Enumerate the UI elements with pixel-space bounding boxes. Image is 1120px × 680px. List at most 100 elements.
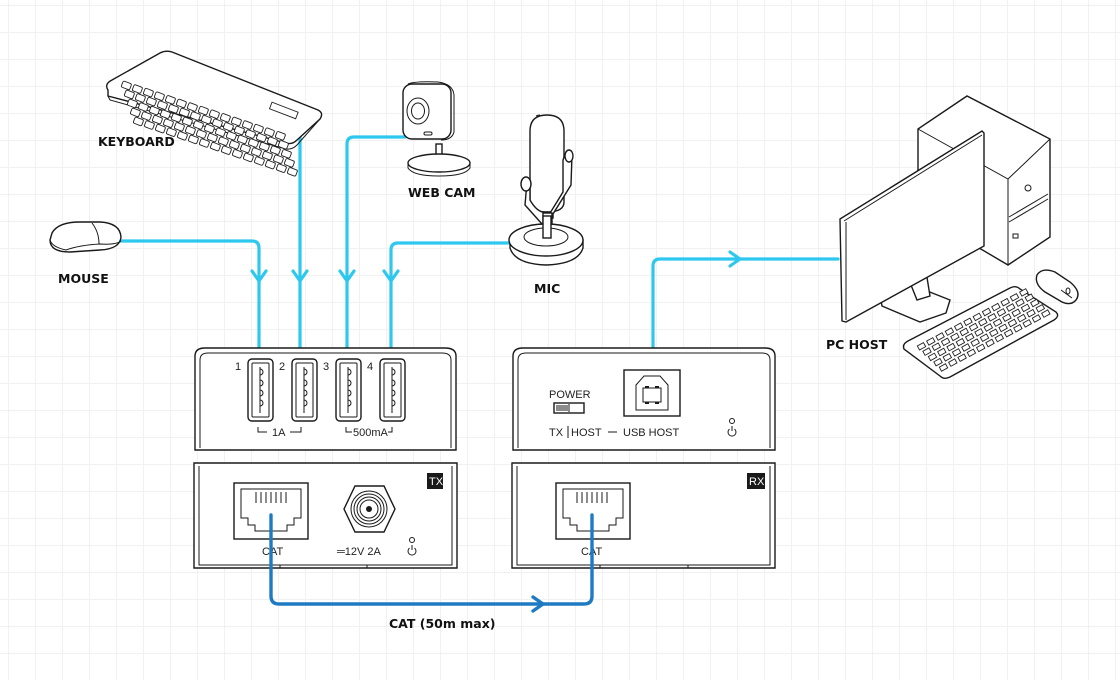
keycap [922, 347, 932, 356]
rx-badge-text: RX [749, 476, 765, 488]
keycap [206, 132, 218, 143]
keycap [1041, 309, 1051, 318]
mic-illustration [508, 114, 584, 266]
keycap [153, 91, 165, 101]
keyboard-label: KEYBOARD [98, 134, 175, 149]
cat-cable [269, 513, 594, 606]
keycap [1013, 323, 1023, 333]
keycap [187, 134, 199, 145]
mode-label-usb-host: USB HOST [623, 427, 680, 439]
keycap [192, 120, 204, 130]
current-label-500ma: 500mA [353, 427, 389, 439]
keycap [170, 113, 182, 123]
keycap [247, 138, 259, 148]
keycap [261, 150, 273, 161]
keycap [931, 342, 942, 352]
dc-power-jack [343, 485, 396, 533]
keycap [242, 152, 254, 163]
keycap [129, 107, 141, 118]
keycap [991, 302, 1001, 312]
keycap [981, 307, 992, 317]
keycap [1015, 298, 1025, 307]
keycap [286, 167, 298, 177]
keycap [217, 136, 229, 146]
keycap [222, 122, 234, 132]
keycap [280, 149, 292, 159]
keycap [195, 129, 207, 139]
keycap [208, 109, 220, 119]
keycap [175, 98, 187, 109]
cat-cable-label: CAT (50m max) [389, 616, 495, 631]
keycap [1019, 288, 1029, 297]
keycap [143, 120, 155, 130]
cable-mic [389, 241, 512, 397]
keycap [1035, 303, 1046, 313]
keycap [992, 318, 1003, 327]
usb-port-2: 2 [279, 358, 318, 422]
keycap [926, 337, 936, 346]
keycap [1030, 298, 1040, 308]
keycap [156, 100, 168, 110]
tx-badge [427, 473, 443, 489]
keycap [963, 317, 973, 327]
keycap [255, 132, 267, 143]
keycap [1020, 303, 1031, 313]
keycap [134, 93, 146, 103]
keycap [946, 342, 956, 352]
keycap [272, 154, 284, 164]
keycap [142, 87, 154, 98]
keycap [186, 102, 198, 112]
mic-label: MIC [534, 281, 560, 296]
keycap [165, 127, 177, 137]
keycap [236, 134, 248, 145]
usb-port-1: 1 [235, 358, 274, 422]
keycap [968, 322, 979, 332]
keycap [250, 147, 262, 157]
keycap [938, 363, 949, 372]
keycap [953, 322, 964, 332]
keycap [998, 323, 1008, 333]
rx-cat-panel: RX CAT [511, 462, 776, 569]
pc-host-illustration [839, 95, 1079, 379]
usb-port-number: 2 [279, 361, 285, 373]
keycap [253, 156, 265, 166]
usb-port-number: 1 [235, 361, 241, 373]
keycap [975, 343, 986, 353]
keycap [181, 116, 193, 127]
usb-port-number: 4 [367, 361, 373, 373]
keycap [137, 102, 149, 112]
keycap [1003, 328, 1014, 338]
keycap [974, 328, 984, 337]
keycap [1024, 293, 1035, 303]
keycap [241, 120, 253, 130]
arrow-webcam [338, 269, 356, 283]
keycap [176, 131, 188, 141]
power-switch[interactable] [553, 402, 585, 414]
arrow-keyboard [291, 269, 309, 283]
keycap [1011, 308, 1021, 318]
keycap [1016, 313, 1027, 323]
keycap [274, 131, 286, 141]
power-input-label: ═12V 2A [336, 546, 382, 558]
keycap [937, 347, 947, 357]
keycap [1002, 313, 1012, 323]
keycap [219, 113, 231, 123]
keycap [951, 348, 962, 357]
arrow-mic [382, 269, 400, 283]
rx-power-led-icon [727, 418, 737, 437]
keycap [189, 111, 201, 121]
keycap [970, 338, 980, 347]
keycap [1022, 319, 1032, 328]
tx-cat-label: CAT [262, 546, 283, 558]
keycap [266, 136, 278, 146]
keycap [209, 141, 221, 152]
keycap [978, 317, 988, 327]
power-switch-label: POWER [549, 389, 591, 401]
keycap [131, 84, 143, 94]
pc-host-label: PC HOST [826, 337, 888, 352]
keycap [164, 95, 176, 105]
keycap [964, 332, 975, 342]
keycap [966, 348, 977, 358]
keycap [214, 127, 226, 137]
